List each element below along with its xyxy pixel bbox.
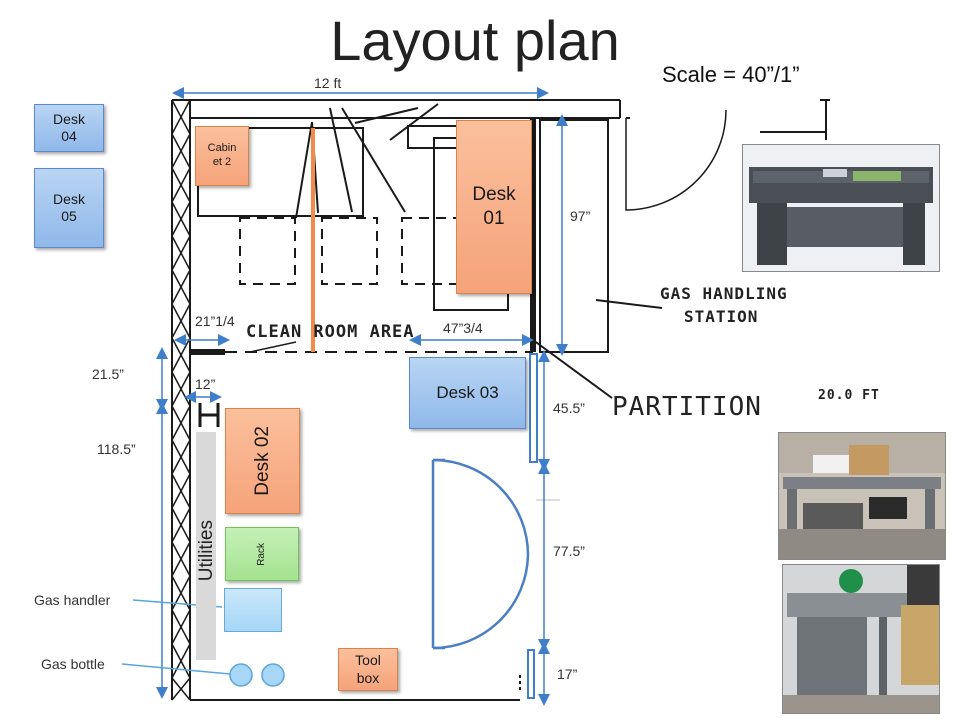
desk-02-label: Desk 02 bbox=[251, 426, 273, 496]
truss-segment bbox=[171, 507, 191, 543]
desk-03-box[interactable]: Desk 03 bbox=[409, 357, 526, 429]
truss-segment bbox=[171, 235, 191, 271]
partition-label: PARTITION bbox=[612, 392, 762, 422]
page-title: Layout plan bbox=[330, 9, 620, 72]
ft-label: 20.0 FT bbox=[818, 388, 880, 403]
gas-handler-label: Gas handler bbox=[34, 592, 111, 608]
desk-04-box[interactable]: Desk 04 bbox=[34, 104, 104, 152]
dim-21-5: 21.5” bbox=[92, 366, 124, 382]
desk-04-label: Desk 04 bbox=[53, 110, 85, 145]
truss-segment bbox=[171, 405, 191, 441]
truss-segment bbox=[171, 201, 191, 237]
dimension-lines bbox=[156, 87, 568, 706]
truss-segment bbox=[171, 133, 191, 169]
left-wall-truss bbox=[171, 99, 191, 701]
dim-12: 12” bbox=[195, 376, 216, 392]
desk-03-label: Desk 03 bbox=[436, 383, 499, 403]
tool-box-label: Tool box bbox=[355, 652, 381, 686]
top-door-arc bbox=[625, 109, 727, 211]
truss-segment bbox=[171, 609, 191, 645]
lamp-lines bbox=[295, 103, 439, 219]
double-door bbox=[431, 458, 530, 650]
truss-segment bbox=[171, 439, 191, 475]
truss-segment bbox=[171, 167, 191, 203]
partition-wall bbox=[527, 353, 538, 699]
dim-17: 17” bbox=[557, 666, 578, 682]
gas-bottle-1 bbox=[229, 663, 253, 687]
chair-outlines bbox=[239, 217, 458, 285]
truss-segment bbox=[171, 303, 191, 339]
dim-97: 97” bbox=[570, 208, 591, 224]
rack-box[interactable]: Rack bbox=[225, 527, 299, 581]
desk-photo-1 bbox=[742, 144, 940, 272]
truss-segment bbox=[171, 473, 191, 509]
gas-handling-label-1: GAS HANDLING bbox=[660, 284, 788, 303]
truss-segment bbox=[171, 269, 191, 305]
utilities-label: Utilities bbox=[196, 520, 217, 582]
truss-segment bbox=[171, 677, 191, 701]
scale-label: Scale = 40”/1” bbox=[662, 62, 800, 87]
cabinet-2-box[interactable]: Cabin et 2 bbox=[195, 126, 249, 186]
truss-segment bbox=[171, 575, 191, 611]
gas-bottle-2 bbox=[261, 663, 285, 687]
desk-02-box[interactable]: Desk 02 bbox=[225, 408, 300, 514]
desk-05-box[interactable]: Desk 05 bbox=[34, 168, 104, 248]
dim-77-5: 77.5” bbox=[553, 543, 585, 559]
desk-01-box[interactable]: Desk 01 bbox=[456, 120, 532, 294]
rack-label: Rack bbox=[255, 542, 267, 566]
desk-photo-3 bbox=[782, 564, 940, 714]
truss-segment bbox=[171, 99, 191, 135]
desk-01-label: Desk 01 bbox=[472, 184, 516, 229]
desk-photo-2 bbox=[778, 432, 946, 560]
dim-12ft: 12 ft bbox=[314, 75, 342, 91]
gas-handling-label-2: STATION bbox=[684, 307, 759, 326]
cabinet-2-label: Cabin et 2 bbox=[207, 142, 237, 168]
top-wall bbox=[172, 99, 830, 140]
dim-118-5: 118.5” bbox=[97, 441, 136, 457]
desk-05-label: Desk 05 bbox=[53, 190, 85, 225]
dim-21-1-4: 21”1/4 bbox=[195, 313, 235, 329]
dim-47-3-4: 47”3/4 bbox=[443, 320, 483, 336]
tool-box[interactable]: Tool box bbox=[338, 648, 398, 691]
clean-room-label: CLEAN ROOM AREA bbox=[246, 322, 415, 342]
gas-bottle-label: Gas bottle bbox=[41, 656, 105, 672]
h-symbol bbox=[198, 403, 220, 427]
truss-segment bbox=[171, 541, 191, 577]
dim-45-5: 45.5” bbox=[553, 400, 585, 416]
truss-segment bbox=[171, 643, 191, 679]
utilities-strip bbox=[196, 432, 216, 660]
gas-handler-box[interactable] bbox=[224, 588, 282, 632]
truss-segment bbox=[171, 371, 191, 407]
